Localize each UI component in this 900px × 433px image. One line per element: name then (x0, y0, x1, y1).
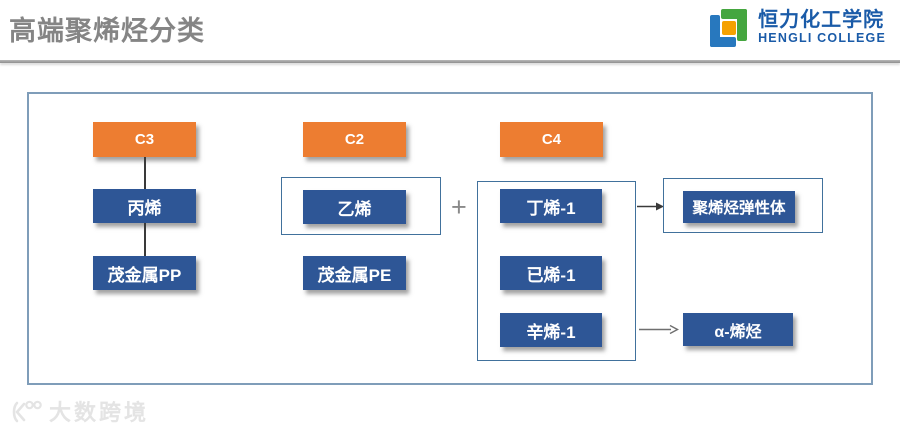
node-c3-header: C3 (93, 122, 196, 157)
logo-text: 恒力化工学院 HENGLI COLLEGE (758, 10, 886, 45)
watermark-text: 大数跨境 (49, 400, 150, 425)
node-butene-1: 丁烯-1 (500, 189, 602, 223)
node-hexene-1: 已烯-1 (500, 256, 602, 290)
page-title: 高端聚烯烃分类 (9, 16, 205, 46)
logo-name-en: HENGLI COLLEGE (758, 31, 886, 46)
hengli-college-logo: 恒力化工学院 HENGLI COLLEGE (707, 7, 886, 49)
arrow-right-icon (639, 324, 679, 335)
watermark: 大数跨境 (10, 395, 149, 427)
node-alpha-olefin: α-烯烃 (683, 313, 793, 346)
node-propylene: 丙烯 (93, 189, 196, 223)
node-metallocene-pe: 茂金属PE (303, 256, 406, 290)
connector-c3-propylene (144, 157, 146, 189)
node-c2-header: C2 (303, 122, 406, 157)
watermark-logo-icon (12, 400, 42, 422)
connector-propylene-mpp (144, 223, 146, 256)
node-polyolefin-elastomer: 聚烯烃弹性体 (683, 191, 795, 223)
hengli-logo-mark-icon (707, 7, 749, 49)
diagram-container: C3 丙烯 茂金属PP C2 乙烯 茂金属PE + C4 丁烯-1 已烯-1 辛… (27, 92, 873, 385)
logo-name-cn: 恒力化工学院 (758, 9, 885, 32)
arrow-right-icon (637, 202, 664, 211)
node-ethylene: 乙烯 (303, 190, 406, 224)
node-metallocene-pp: 茂金属PP (93, 256, 196, 290)
node-octene-1: 辛烯-1 (500, 313, 602, 347)
header-divider (0, 60, 900, 63)
node-c4-header: C4 (500, 122, 603, 157)
plus-icon: + (451, 192, 467, 222)
